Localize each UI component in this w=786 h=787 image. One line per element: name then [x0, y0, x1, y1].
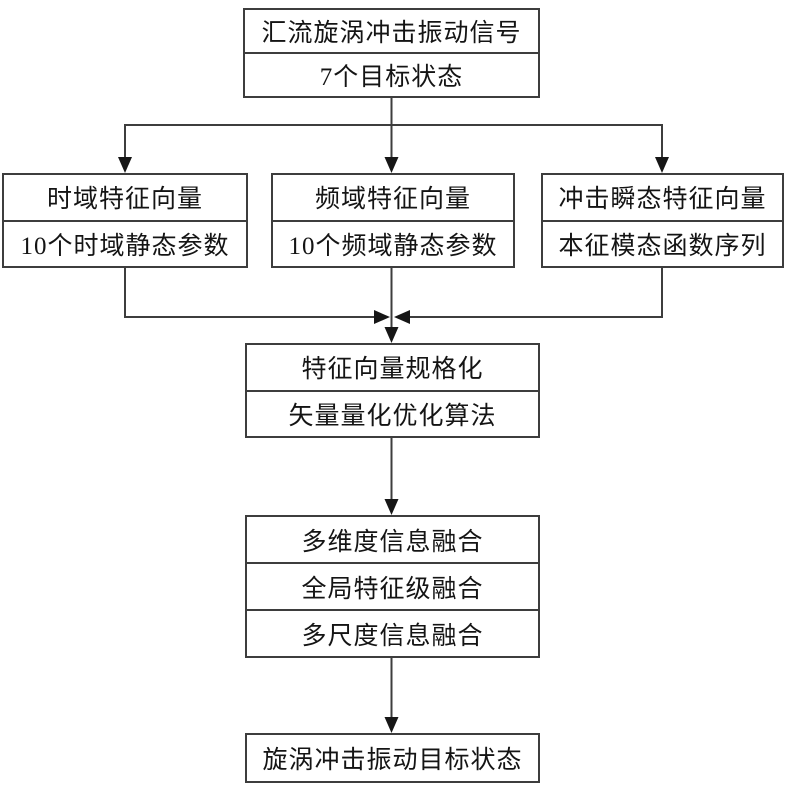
multi-scale-fusion-label: 多尺度信息融合	[247, 609, 538, 656]
frequency-domain-feature-box: 频域特征向量 10个频域静态参数	[271, 173, 515, 268]
multi-dimension-fusion-label: 多维度信息融合	[301, 528, 484, 556]
target-states-label: 7个目标状态	[245, 52, 538, 96]
transient-feature-label: 冲击瞬态特征向量	[558, 186, 767, 214]
time-domain-feature-box: 时域特征向量 10个时域静态参数	[2, 173, 248, 268]
fusion-box: 多维度信息融合 全局特征级融合 多尺度信息融合	[245, 515, 540, 658]
time-domain-feature-label: 时域特征向量	[46, 186, 203, 214]
normalization-label: 特征向量规格化	[301, 356, 484, 384]
source-signal-box: 汇流旋涡冲击振动信号 7个目标状态	[243, 8, 540, 98]
source-signal-label: 汇流旋涡冲击振动信号	[261, 20, 522, 47]
frequency-domain-feature-label: 频域特征向量	[314, 186, 471, 214]
global-feature-fusion-label: 全局特征级融合	[247, 562, 538, 609]
output-box: 旋涡冲击振动目标状态	[245, 733, 540, 783]
transient-feature-box: 冲击瞬态特征向量 本征模态函数序列	[541, 173, 784, 268]
normalization-box: 特征向量规格化 矢量量化优化算法	[245, 343, 540, 438]
intrinsic-mode-function-label: 本征模态函数序列	[543, 219, 782, 267]
frequency-domain-params-label: 10个频域静态参数	[273, 219, 513, 267]
output-target-state-label: 旋涡冲击振动目标状态	[262, 747, 523, 774]
vector-quantization-label: 矢量量化优化算法	[247, 389, 538, 437]
time-domain-params-label: 10个时域静态参数	[4, 219, 246, 267]
